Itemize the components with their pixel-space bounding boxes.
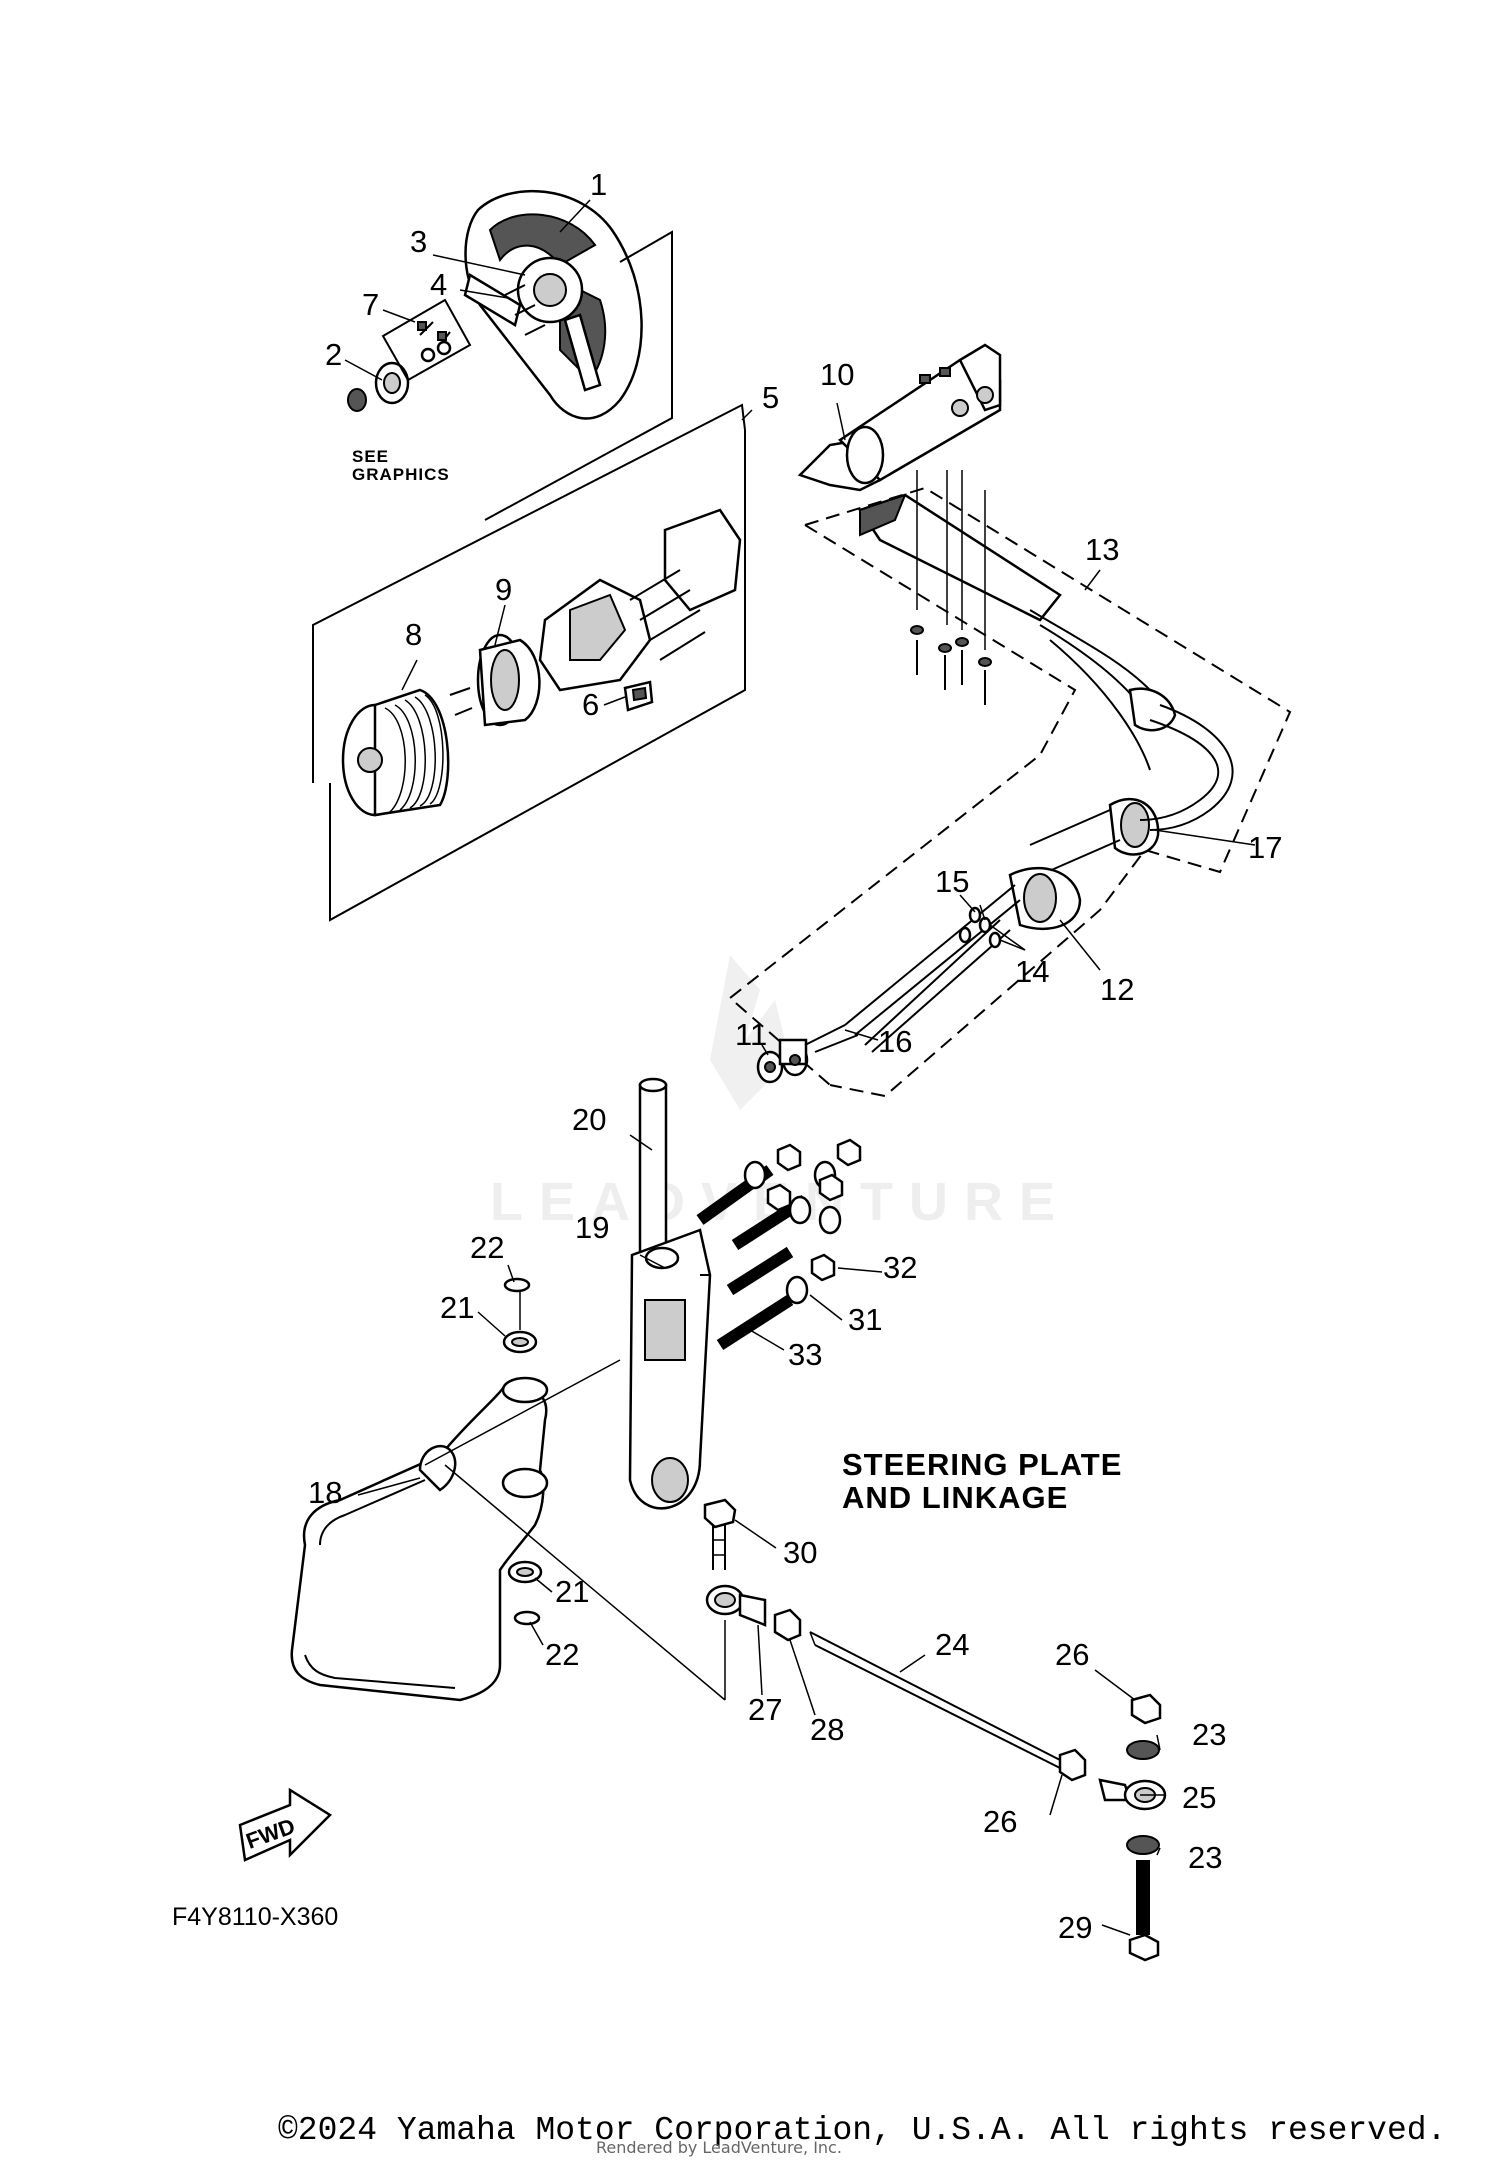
fwd-arrow: FWD: [238, 1787, 332, 1862]
callout-2: 2: [325, 337, 342, 372]
wheel-nut: [347, 361, 410, 412]
bolt-29: [1128, 1860, 1160, 1962]
column-body: [538, 508, 742, 692]
see-graphics-line1: SEE: [352, 447, 389, 466]
tie-rod-24: [809, 1631, 1061, 1769]
callout-19: 19: [575, 1210, 609, 1245]
callout-7: 7: [362, 287, 379, 322]
copyright-notice: ©2024 Yamaha Motor Corporation, U.S.A. A…: [278, 2112, 1447, 2149]
callout-16: 16: [878, 1024, 912, 1059]
callout-13: 13: [1085, 532, 1119, 567]
callout-leaders: [344, 199, 1256, 1936]
ring-9: [476, 633, 541, 727]
callout-15: 15: [935, 864, 969, 899]
nut-26-lower: [1058, 1748, 1087, 1782]
bolt-set-7: [417, 321, 452, 363]
controller-13: [858, 493, 1151, 771]
callout-9: 9: [495, 572, 512, 607]
washer-23-upper: [1126, 1740, 1160, 1760]
column-housing-8: [341, 688, 450, 817]
rod-end-27: [705, 1584, 767, 1627]
callout-32: 32: [883, 1250, 917, 1285]
callout-33: 33: [788, 1337, 822, 1372]
callout-12: 12: [1100, 972, 1134, 1007]
callout-29: 29: [1058, 1910, 1092, 1945]
nuts-32: [766, 1138, 862, 1282]
callout-31: 31: [848, 1302, 882, 1337]
callout-14: 14: [1015, 954, 1049, 989]
callout-3: 3: [410, 224, 427, 259]
callout-21b: 21: [555, 1574, 589, 1609]
callout-8: 8: [405, 617, 422, 652]
callout-5: 5: [762, 380, 779, 415]
callout-22a: 22: [470, 1230, 504, 1265]
rendered-by-note: Rendered by LeadVenture, Inc.: [596, 2138, 842, 2157]
callout-18: 18: [308, 1475, 342, 1510]
grommet-17: [1108, 687, 1177, 856]
callout-24: 24: [935, 1627, 969, 1662]
nut-26-upper: [1130, 1693, 1162, 1725]
nut-28: [773, 1608, 802, 1642]
column-shaft-10: [797, 343, 1002, 492]
callout-6: 6: [582, 687, 599, 722]
steering-plate-18: [290, 1376, 549, 1702]
washer-23-lower: [1126, 1835, 1160, 1855]
callout-11: 11: [735, 1017, 767, 1052]
see-graphics-line2: GRAPHICS: [352, 465, 450, 484]
callout-26b: 26: [983, 1804, 1017, 1839]
clip-6: [623, 680, 654, 712]
callout-17: 17: [1248, 830, 1282, 865]
callout-21a: 21: [440, 1290, 474, 1325]
callout-1: 1: [590, 167, 607, 202]
callout-28: 28: [810, 1712, 844, 1747]
callout-10: 10: [820, 357, 854, 392]
callout-25: 25: [1182, 1780, 1216, 1815]
callout-27: 27: [748, 1692, 782, 1727]
grommet-12: [1008, 866, 1082, 930]
section-title-line1: STEERING PLATE: [842, 1447, 1122, 1482]
connector-11: [756, 1038, 809, 1084]
steering-arm-19: [628, 1228, 712, 1510]
callout-22b: 22: [545, 1637, 579, 1672]
callout-26a: 26: [1055, 1637, 1089, 1672]
cables-14-15: [844, 884, 1021, 1053]
diagram-code: F4Y8110-X360: [172, 1903, 338, 1931]
callout-labels: 1 2 3 4 5 6 7 8 9 10 11 12 13 14 15 16 1…: [308, 167, 1282, 1945]
bolt-30: [703, 1498, 737, 1570]
pivot-washers: [502, 1277, 543, 1626]
callout-23b: 23: [1188, 1840, 1222, 1875]
pin-20: [638, 1077, 668, 1257]
callout-20: 20: [572, 1102, 606, 1137]
controller-bolts: [910, 625, 992, 705]
section-title-line2: AND LINKAGE: [842, 1480, 1068, 1515]
steering-wheel: [463, 189, 643, 420]
callout-4: 4: [430, 267, 447, 302]
bolts-4: [504, 284, 546, 336]
callout-23a: 23: [1192, 1717, 1226, 1752]
callout-30: 30: [783, 1535, 817, 1570]
